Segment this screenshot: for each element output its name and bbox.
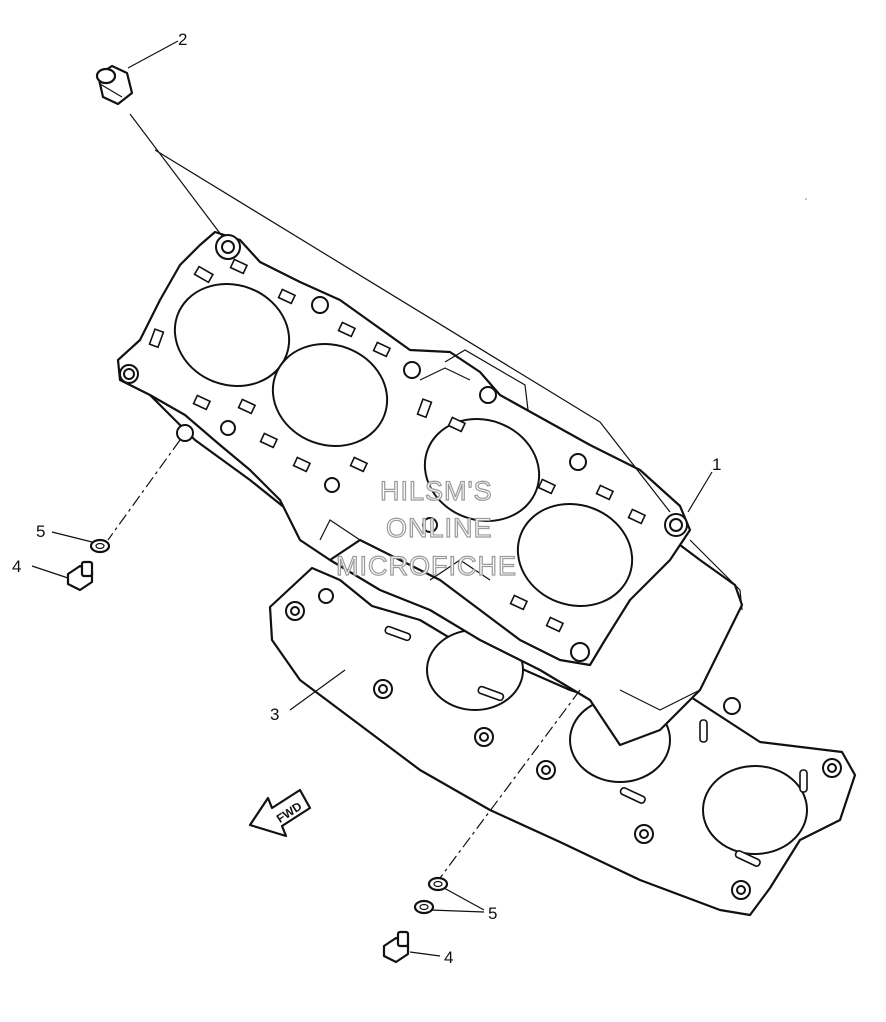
watermark-line-3: MICROFICHE <box>336 551 517 581</box>
callout-1: 1 <box>712 455 721 474</box>
bolt-right[interactable] <box>382 930 410 964</box>
leader-lines <box>31 40 713 957</box>
stray-dot <box>805 198 807 200</box>
cylinder-block[interactable] <box>116 230 744 747</box>
forward-direction-arrow: FWD <box>248 788 312 838</box>
washer-left[interactable] <box>89 538 111 554</box>
callout-5-left: 5 <box>36 522 45 541</box>
washer-right-lower[interactable] <box>413 899 435 915</box>
callout-5-right: 5 <box>488 904 497 923</box>
watermark-line-1: HILSM'S <box>380 476 493 506</box>
washer-right-upper[interactable] <box>427 876 449 892</box>
dowel-pin[interactable] <box>95 64 134 106</box>
watermark: HILSM'S ONLINE MICROFICHE <box>335 475 517 581</box>
watermark-line-2: ONLINE <box>386 513 493 543</box>
callout-4-right: 4 <box>444 948 453 967</box>
head-gasket[interactable] <box>268 566 857 917</box>
callout-3: 3 <box>270 705 279 724</box>
callout-4-left: 4 <box>12 557 21 576</box>
callout-2: 2 <box>178 30 187 49</box>
bolt-left[interactable] <box>66 560 94 592</box>
